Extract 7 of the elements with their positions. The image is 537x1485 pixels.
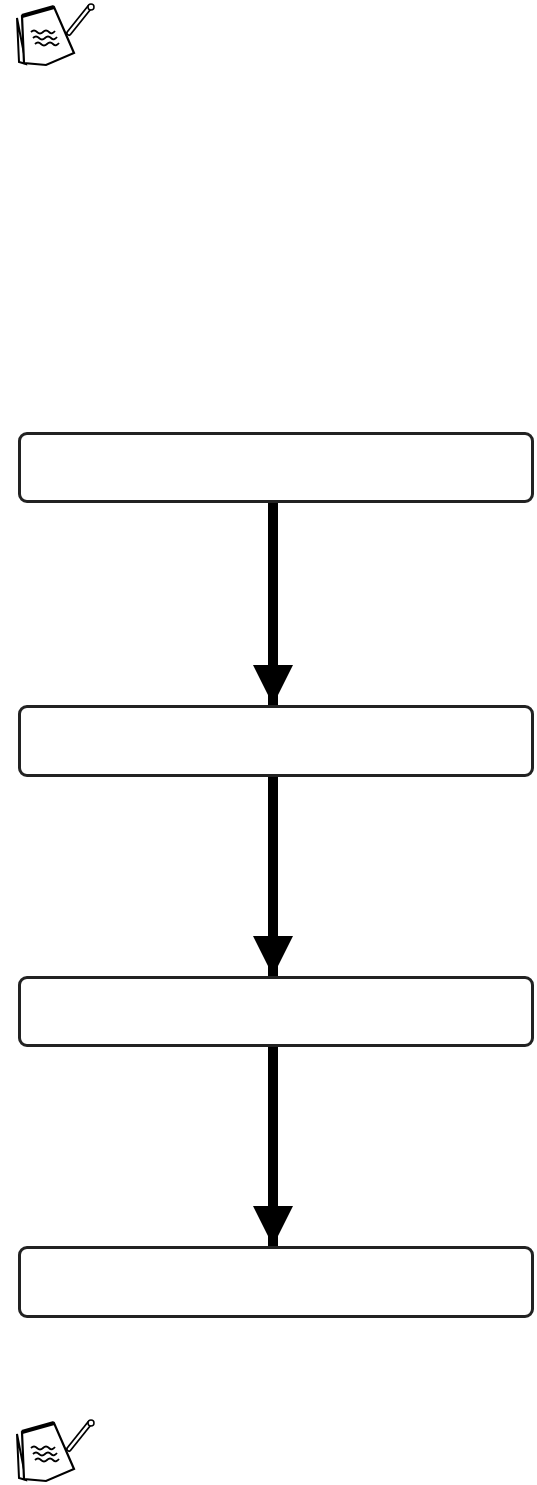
arrow xyxy=(253,503,293,705)
arrow xyxy=(253,777,293,976)
process-box xyxy=(18,1246,534,1318)
arrow xyxy=(253,1047,293,1246)
process-box xyxy=(18,705,534,777)
process-box xyxy=(18,976,534,1047)
process-box xyxy=(18,432,534,503)
